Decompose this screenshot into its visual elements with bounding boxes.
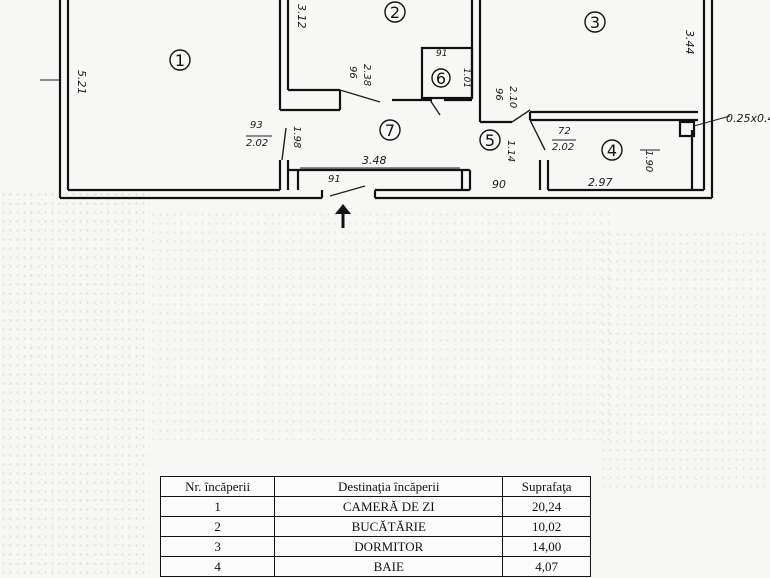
door-bath-small-num: 91 <box>436 49 447 59</box>
table-row: 3 DORMITOR 14,00 <box>159 536 591 557</box>
dim-small-bath: 1.01 <box>461 68 471 88</box>
dim-bath-height: 1.90 <box>643 150 654 172</box>
scan-noise-left <box>0 190 150 578</box>
cell-area: 10,02 <box>502 516 591 537</box>
table-header-row: Nr. încăperii Destinaţia încăperii Supra… <box>159 476 591 497</box>
dim-entry: 91 <box>328 174 341 185</box>
room-number-3: 3 <box>590 13 600 32</box>
room-area-table: Nr. încăperii Destinaţia încăperii Supra… <box>159 476 591 577</box>
room-number-2: 2 <box>390 3 400 22</box>
door-living-den: 2.02 <box>246 138 268 149</box>
header-room-purpose: Destinaţia încăperii <box>274 476 504 497</box>
header-area: Suprafaţa <box>502 476 591 497</box>
cell-area: 4,07 <box>502 556 591 577</box>
table-row: 4 BAIE 4,07 <box>159 556 591 577</box>
dim-living-door-width: 1.98 <box>291 126 302 148</box>
room-number-4: 4 <box>607 141 617 160</box>
dim-kitchen-length: 3.12 <box>295 4 308 29</box>
cell-area: 20,24 <box>502 496 591 517</box>
door-hall-num: 96 <box>493 88 504 101</box>
cell-room-purpose: CAMERĂ DE ZI <box>274 496 504 517</box>
door-kitchen-den: 2.38 <box>361 64 372 86</box>
door-living-num: 93 <box>250 120 263 131</box>
header-room-number: Nr. încăperii <box>159 476 276 497</box>
cell-area: 14,00 <box>502 536 591 557</box>
floor-plan: 1 2 3 4 5 6 7 5.21 3.12 3.44 1.90 1.14 1… <box>40 0 770 228</box>
entrance-arrow-icon <box>335 204 351 228</box>
door-bedroom-den: 2.02 <box>552 142 574 153</box>
table-row: 1 CAMERĂ DE ZI 20,24 <box>159 496 591 517</box>
room-number-1: 1 <box>175 51 185 70</box>
room-number-6: 6 <box>436 69 446 88</box>
dim-hall-width: 3.48 <box>362 154 387 167</box>
dim-duct: 0.25x0.4 <box>726 112 770 125</box>
door-hall-den: 2.10 <box>507 86 518 108</box>
rooms-table: Nr. încăperii Destinaţia încăperii Supra… <box>159 476 591 577</box>
cell-room-purpose: DORMITOR <box>274 536 504 557</box>
scan-noise-right <box>600 230 770 490</box>
cell-room-purpose: BAIE <box>274 556 504 577</box>
dim-corridor-width: 90 <box>492 178 506 191</box>
dim-bedroom-length: 3.44 <box>683 30 696 55</box>
cell-room-number: 3 <box>159 536 276 557</box>
room-number-5: 5 <box>485 131 495 150</box>
table-row: 2 BUCĂTĂRIE 10,02 <box>159 516 591 537</box>
dim-living-length: 5.21 <box>75 70 88 95</box>
dim-corridor-5: 1.14 <box>505 140 516 162</box>
dim-bath-width: 2.97 <box>588 176 613 189</box>
scan-noise-center <box>150 210 610 440</box>
door-bedroom-num: 72 <box>558 126 571 137</box>
room-number-7: 7 <box>385 121 395 140</box>
cell-room-number: 1 <box>159 496 276 517</box>
cell-room-number: 2 <box>159 516 276 537</box>
cell-room-purpose: BUCĂTĂRIE <box>274 516 504 537</box>
door-kitchen-num: 96 <box>347 66 358 79</box>
cell-room-number: 4 <box>159 556 276 577</box>
